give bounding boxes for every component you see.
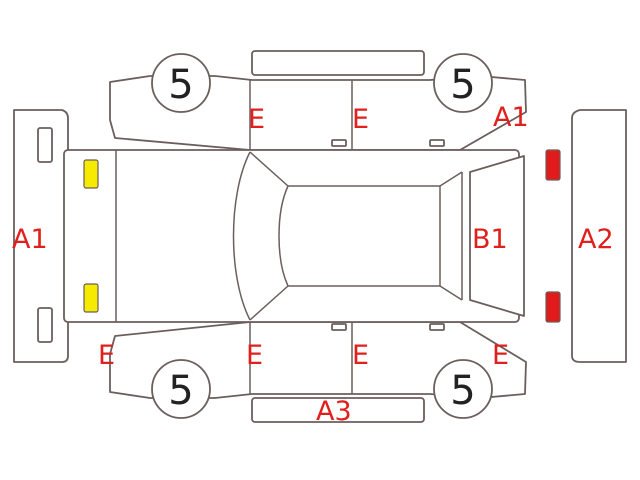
label-front-bumper: A1	[12, 224, 48, 255]
wheel-bottom-right-number: 5	[450, 368, 475, 414]
front-bumper	[13, 109, 69, 363]
rear-window	[469, 155, 525, 317]
rear-bumper	[571, 109, 627, 363]
bottom-side-sill	[251, 397, 425, 423]
headlight-bottom	[83, 283, 99, 313]
car-top-view	[63, 149, 525, 323]
label-top-rear-door: E	[352, 104, 369, 135]
wheel-bottom-left-number: 5	[168, 368, 193, 414]
wheel-top-left-number: 5	[168, 62, 193, 108]
label-top-front-door: E	[248, 104, 265, 135]
label-bottom-rear-fender: E	[492, 340, 509, 371]
label-rear-window: B1	[472, 224, 508, 255]
wheel-bottom-left: 5	[151, 359, 211, 419]
label-top-right-fender: A1	[493, 102, 529, 133]
label-bottom-front-fender: E	[98, 340, 115, 371]
label-bottom-rear-door: E	[352, 340, 369, 371]
bottom-body-side	[109, 321, 527, 399]
label-bottom-sill: A3	[316, 396, 352, 427]
wheel-top-left: 5	[151, 53, 211, 113]
label-bottom-front-door: E	[246, 340, 263, 371]
wheel-top-right: 5	[433, 53, 493, 113]
car-body-outline	[63, 149, 520, 323]
taillight-top	[545, 149, 561, 181]
taillight-bottom	[545, 291, 561, 323]
headlight-top	[83, 159, 99, 189]
top-body-side	[109, 75, 527, 151]
top-side-sill	[251, 50, 425, 76]
label-rear-bumper: A2	[578, 224, 614, 255]
wheel-top-right-number: 5	[450, 62, 475, 108]
wheel-bottom-right: 5	[433, 359, 493, 419]
